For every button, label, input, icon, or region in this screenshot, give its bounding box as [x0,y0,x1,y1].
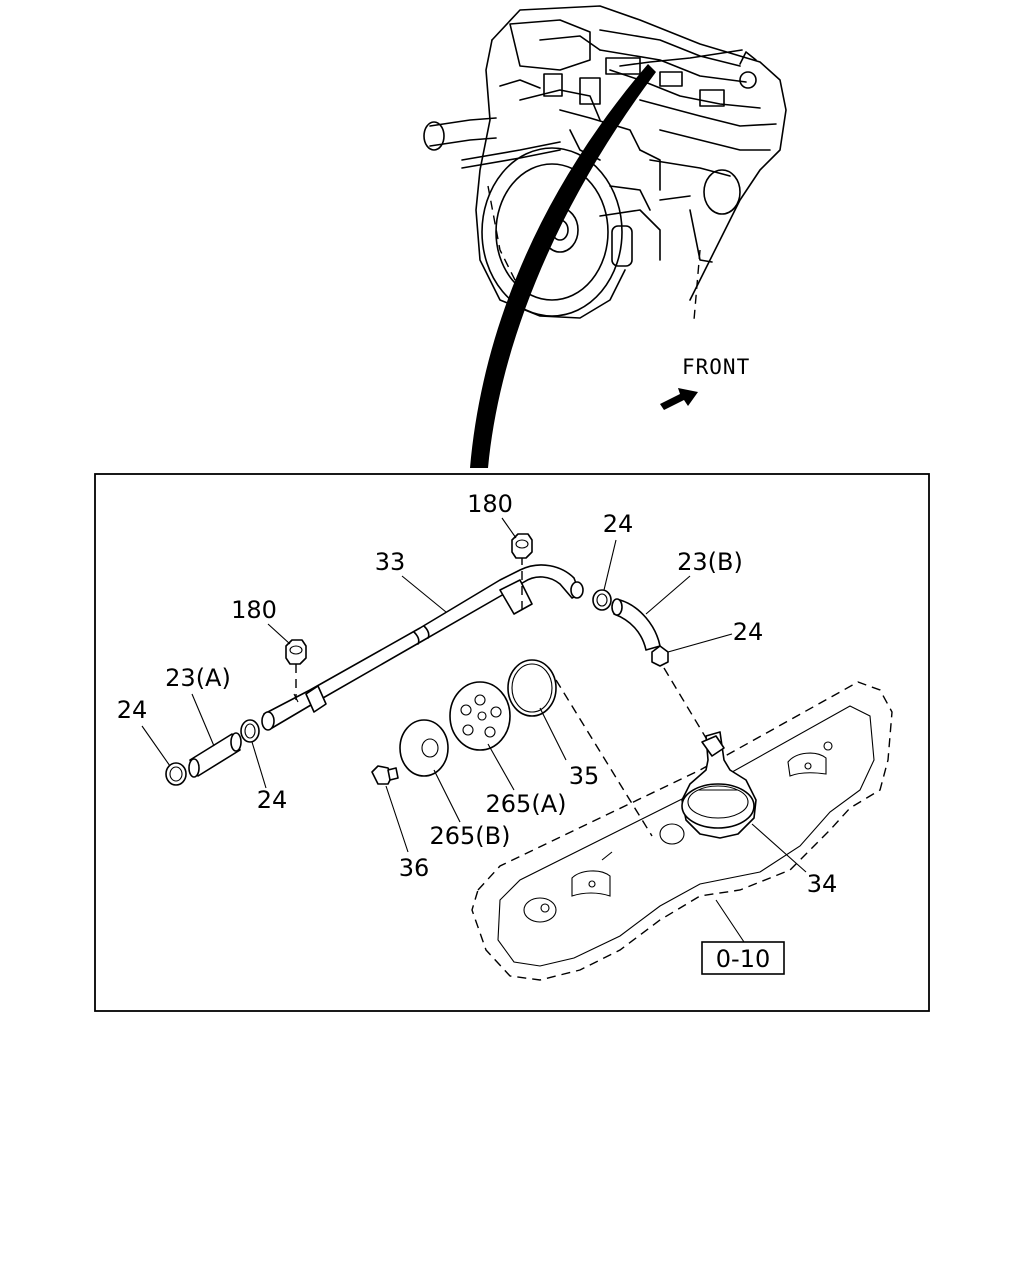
callout-23b: 23(B) [677,548,743,576]
callout-24-upper: 24 [603,510,634,538]
front-arrow-icon [660,388,698,410]
hose-23b [611,598,707,739]
reference-label: 0-10 [716,945,770,973]
reference-box[interactable]: 0-10 [701,899,785,975]
clamp-24-upper [592,589,612,611]
callout-180-lower: 180 [231,596,277,624]
front-label: FRONT [682,355,750,379]
hose-23a [188,732,242,778]
detail-frame [94,473,930,1012]
callout-24-left: 24 [117,696,148,724]
bolt-36 [371,765,399,785]
gasket-35 [507,659,653,837]
pcv-valve-34 [681,731,757,839]
rocker-cover [471,681,893,981]
callout-180-upper: 180 [467,490,513,518]
engine-illustration [423,5,787,321]
callout-265b: 265(B) [430,822,511,850]
front-indicator: FRONT [660,355,750,410]
callout-265a: 265(A) [486,790,567,818]
plate-265b [399,719,449,777]
callout-23a: 23(A) [165,664,231,692]
breather-pipe-33 [261,556,584,731]
callout-35: 35 [569,762,600,790]
callout-33: 33 [375,548,406,576]
plate-265a [449,681,511,751]
callout-24-bottom: 24 [257,786,288,814]
zoom-leader-curve [470,64,656,468]
nut-180-upper [511,533,533,559]
callout-34: 34 [807,870,838,898]
clamp-24-right [651,645,669,667]
callout-24-right: 24 [733,618,764,646]
nut-180-lower [285,639,307,700]
callouts: 180 24 33 23(B) 24 180 23(A) 24 24 35 26… [117,490,838,898]
callout-36: 36 [399,854,430,882]
clamp-24-left [165,762,187,786]
clamp-24-middle [240,719,260,743]
